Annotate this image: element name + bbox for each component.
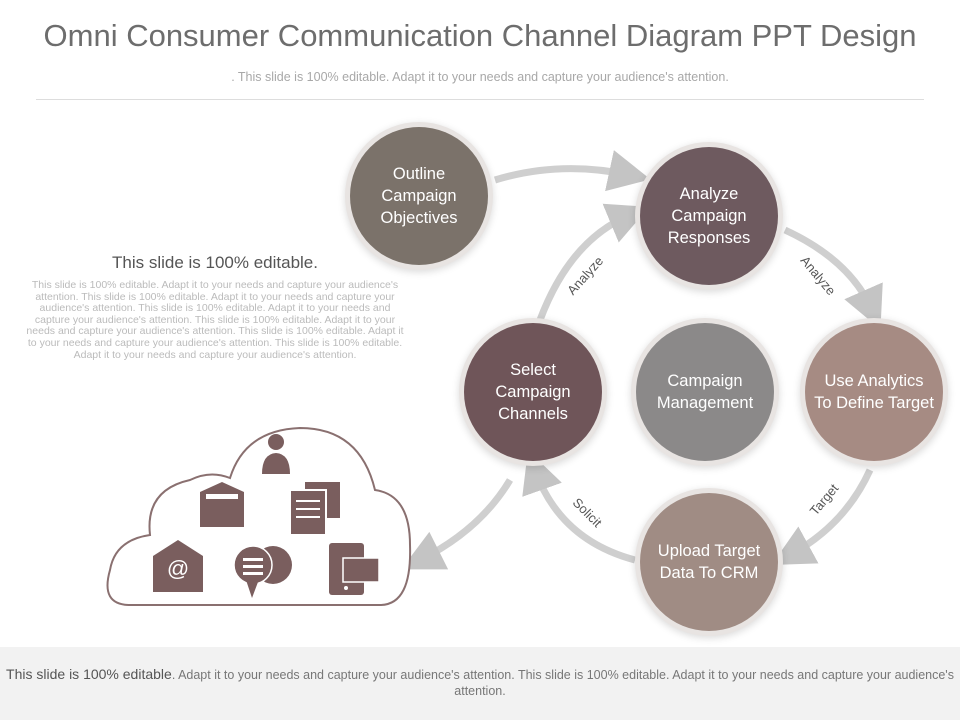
side-heading: This slide is 100% editable. (111, 253, 318, 272)
divider (36, 99, 924, 100)
slide-title: Omni Consumer Communication Channel Diag… (43, 18, 917, 53)
footer-lead: This slide is 100% editable (6, 666, 172, 682)
node-analyze-responses: Analyze Campaign Responses (640, 147, 778, 285)
node-use-analytics: Use Analytics To Define Target (805, 323, 943, 461)
documents-icon (289, 482, 340, 536)
node-select-channels: Select Campaign Channels (464, 323, 602, 461)
footer-text: . Adapt it to your needs and capture you… (171, 668, 954, 698)
arrow-analyze-to-analytics (783, 226, 883, 330)
mobile-mail-icon (329, 543, 380, 595)
node-campaign-management: Campaign Management (636, 323, 774, 461)
chat-bubbles-icon (233, 545, 292, 598)
arrow-analytics-to-upload (771, 468, 874, 566)
arrow-to-cloud (401, 478, 514, 570)
arrow-upload-to-select (522, 450, 636, 564)
email-at-icon: @ (153, 540, 203, 592)
footer: This slide is 100% editable. Adapt it to… (0, 647, 960, 720)
open-envelope-icon (200, 482, 244, 527)
node-upload-crm: Upload Target Data To CRM (640, 493, 778, 631)
person-icon (262, 434, 290, 474)
arrow-select-to-analyze (536, 203, 650, 322)
slide-subtitle: . This slide is 100% editable. Adapt it … (231, 70, 729, 84)
svg-text:@: @ (167, 556, 189, 581)
node-outline-objectives: Outline Campaign Objectives (350, 127, 488, 265)
arrow-outline-to-analyze (493, 150, 651, 192)
side-body: This slide is 100% editable. Adapt it to… (26, 279, 404, 361)
